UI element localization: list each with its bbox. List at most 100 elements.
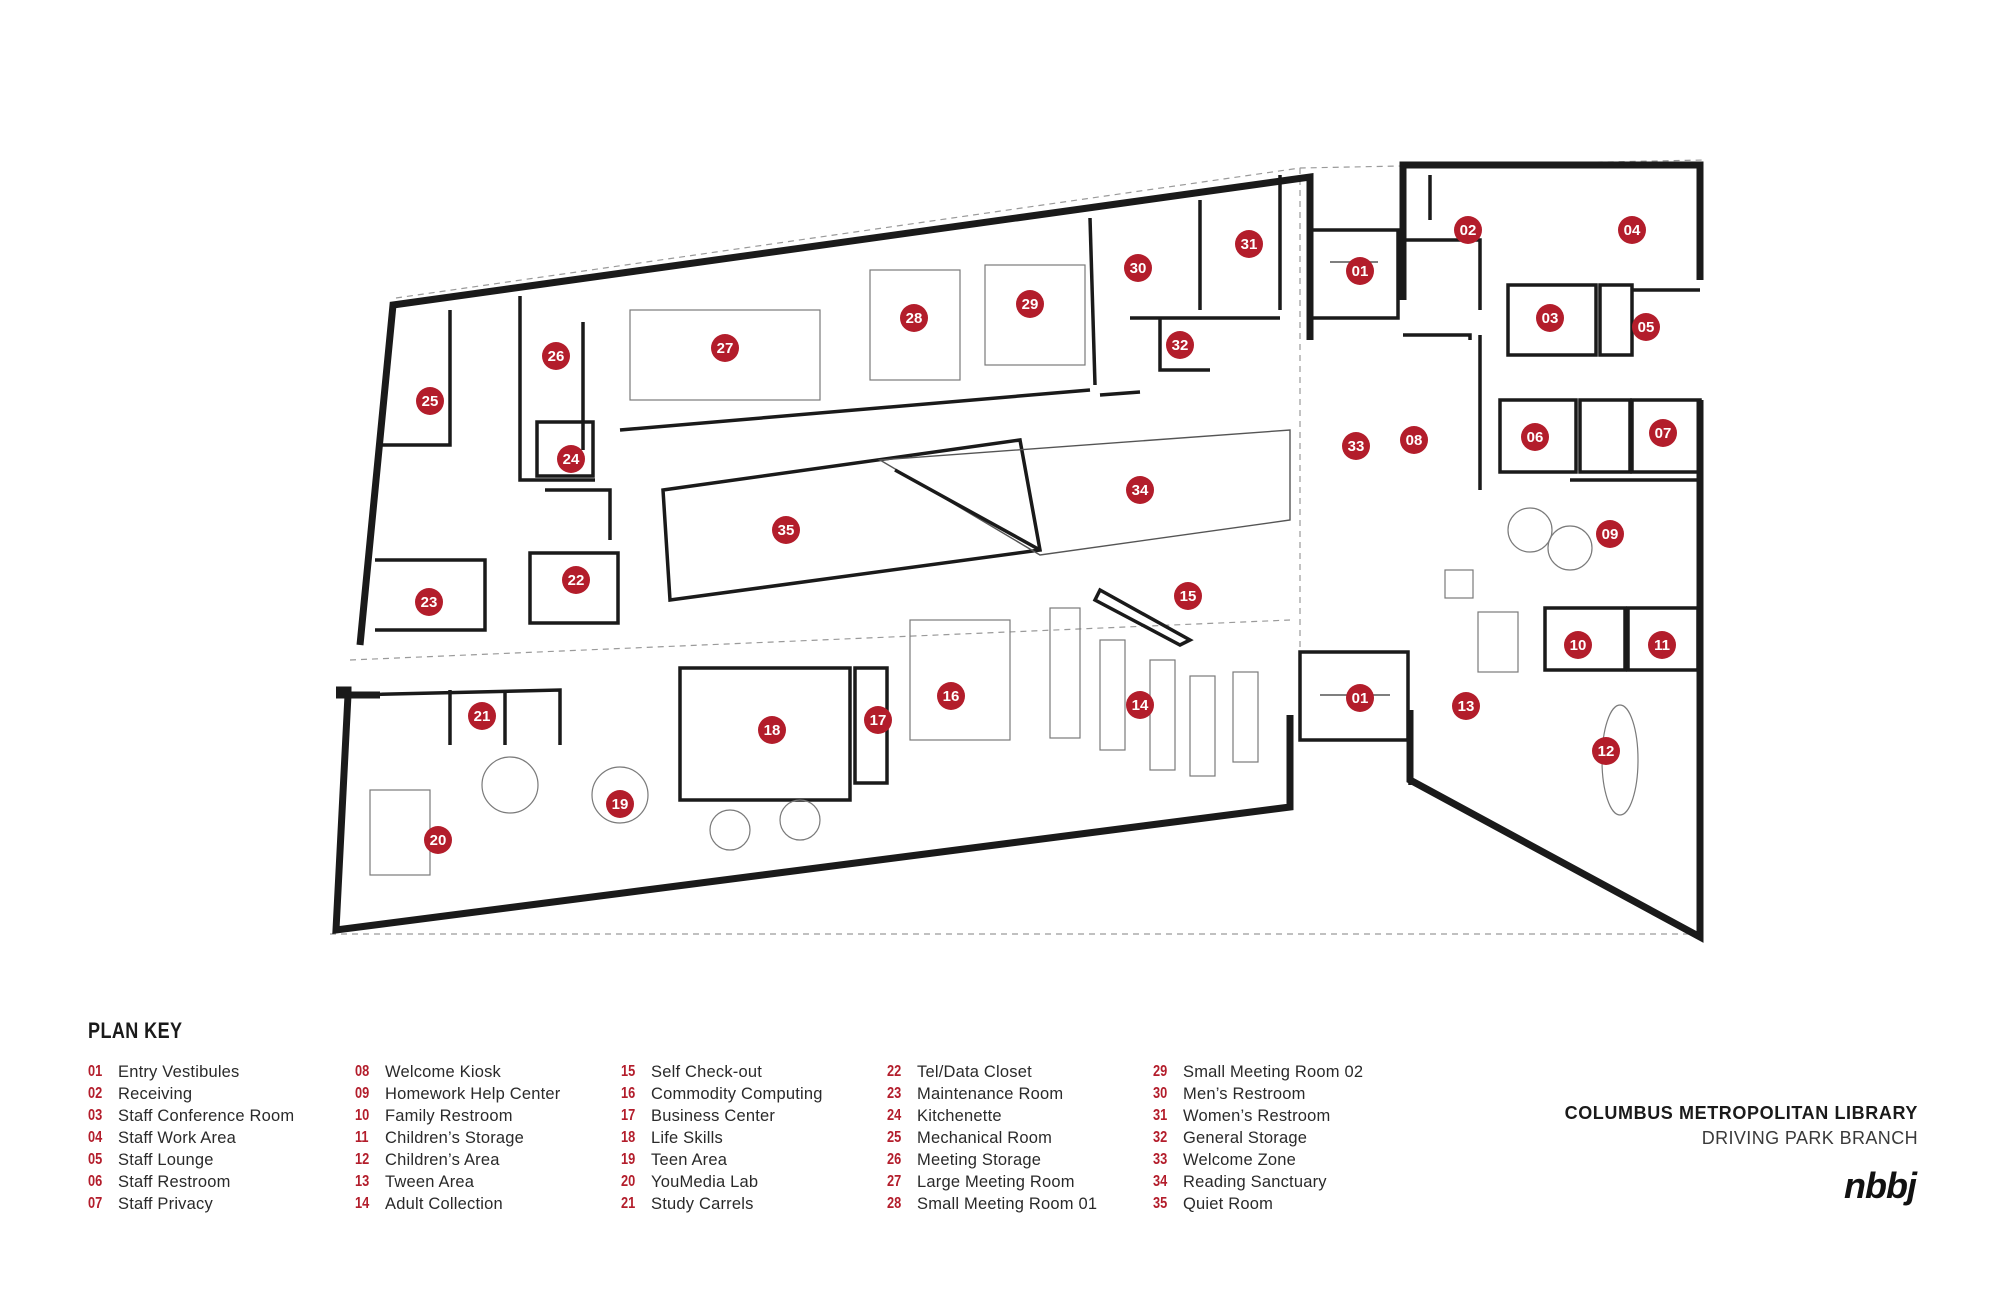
room-label-23[interactable]: 23: [415, 588, 443, 616]
room-label-28[interactable]: 28: [900, 304, 928, 332]
svg-text:28: 28: [906, 310, 923, 327]
svg-text:19: 19: [612, 796, 629, 813]
room-label-09[interactable]: 09: [1596, 520, 1624, 548]
plan-key-label: Large Meeting Room: [917, 1172, 1075, 1191]
room-label-01b[interactable]: 01: [1346, 684, 1374, 712]
room-label-17[interactable]: 17: [864, 706, 892, 734]
room-labels: 01 01 02 03 04 05 06 07 08 09 10 11 12 1…: [415, 216, 1677, 854]
plan-key-label: Quiet Room: [1183, 1194, 1274, 1213]
room-label-08[interactable]: 08: [1400, 426, 1428, 454]
svg-text:18: 18: [764, 722, 781, 739]
svg-text:26: 26: [548, 348, 565, 365]
plan-key-number: 21: [621, 1195, 636, 1212]
room-label-20[interactable]: 20: [424, 826, 452, 854]
plan-key-label: Tween Area: [385, 1172, 475, 1191]
plan-key-label: Life Skills: [651, 1128, 723, 1147]
svg-text:06: 06: [1527, 429, 1544, 446]
room-label-29[interactable]: 29: [1016, 290, 1044, 318]
room-label-10[interactable]: 10: [1564, 631, 1592, 659]
firm-logo: nbbj: [1844, 1165, 1917, 1206]
room-label-06[interactable]: 06: [1521, 423, 1549, 451]
room-label-18[interactable]: 18: [758, 716, 786, 744]
room-label-04[interactable]: 04: [1618, 216, 1646, 244]
svg-text:33: 33: [1348, 438, 1365, 455]
svg-text:07: 07: [1655, 425, 1672, 442]
plan-key-number: 24: [887, 1107, 902, 1124]
room-label-25[interactable]: 25: [416, 387, 444, 415]
plan-key-number: 08: [355, 1063, 370, 1080]
room-label-26[interactable]: 26: [542, 342, 570, 370]
room-label-31[interactable]: 31: [1235, 230, 1263, 258]
room-label-01a[interactable]: 01: [1346, 257, 1374, 285]
entry-vestibules: [1298, 228, 1410, 742]
svg-text:14: 14: [1132, 697, 1149, 714]
plan-key-label: Family Restroom: [385, 1106, 513, 1125]
plan-key-number: 14: [355, 1195, 370, 1212]
plan-key-number: 18: [621, 1129, 636, 1146]
plan-key-number: 04: [88, 1129, 103, 1146]
plan-key-title: PLAN KEY: [88, 1018, 183, 1043]
room-label-35[interactable]: 35: [772, 516, 800, 544]
room-label-14[interactable]: 14: [1126, 691, 1154, 719]
room-label-34[interactable]: 34: [1126, 476, 1154, 504]
svg-text:15: 15: [1180, 588, 1197, 605]
plan-key-number: 15: [621, 1063, 636, 1080]
room-label-16[interactable]: 16: [937, 682, 965, 710]
room-label-19[interactable]: 19: [606, 790, 634, 818]
room-label-07[interactable]: 07: [1649, 419, 1677, 447]
plan-key-label: Kitchenette: [917, 1106, 1002, 1125]
room-label-03[interactable]: 03: [1536, 304, 1564, 332]
room-label-32[interactable]: 32: [1166, 331, 1194, 359]
room-label-15[interactable]: 15: [1174, 582, 1202, 610]
room-label-30[interactable]: 30: [1124, 254, 1152, 282]
plan-key-number: 12: [355, 1151, 370, 1168]
room-label-21[interactable]: 21: [468, 702, 496, 730]
svg-text:16: 16: [943, 688, 960, 705]
title-block: COLUMBUS METROPOLITAN LIBRARY DRIVING PA…: [1565, 1103, 1918, 1149]
room-label-11[interactable]: 11: [1648, 631, 1676, 659]
room-label-12[interactable]: 12: [1592, 737, 1620, 765]
room-label-33[interactable]: 33: [1342, 432, 1370, 460]
svg-text:02: 02: [1460, 222, 1477, 239]
plan-key-number: 20: [621, 1173, 636, 1190]
room-label-02[interactable]: 02: [1454, 216, 1482, 244]
room-label-13[interactable]: 13: [1452, 692, 1480, 720]
plan-key-label: Self Check-out: [651, 1062, 763, 1081]
svg-text:31: 31: [1241, 236, 1258, 253]
plan-key-number: 17: [621, 1107, 636, 1124]
plan-key-label: Receiving: [118, 1084, 193, 1103]
plan-key-number: 16: [621, 1085, 636, 1102]
plan-key-label: Men’s Restroom: [1183, 1084, 1306, 1103]
room-label-24[interactable]: 24: [557, 445, 585, 473]
plan-key-number: 05: [88, 1151, 103, 1168]
svg-text:32: 32: [1172, 337, 1189, 354]
plan-key-number: 10: [355, 1107, 370, 1124]
svg-text:27: 27: [717, 340, 734, 357]
svg-text:17: 17: [870, 712, 887, 729]
room-label-27[interactable]: 27: [711, 334, 739, 362]
plan-key-item: 15 Self Check-out: [621, 1061, 823, 1083]
plan-key-label: Business Center: [651, 1106, 776, 1125]
plan-key-number: 11: [355, 1129, 369, 1146]
svg-text:09: 09: [1602, 526, 1619, 543]
svg-text:13: 13: [1458, 698, 1475, 715]
east-wing-walls: [1399, 161, 1704, 943]
room-label-22[interactable]: 22: [562, 566, 590, 594]
plan-key-number: 25: [887, 1129, 902, 1146]
svg-text:24: 24: [563, 451, 580, 468]
room-label-05[interactable]: 05: [1632, 313, 1660, 341]
